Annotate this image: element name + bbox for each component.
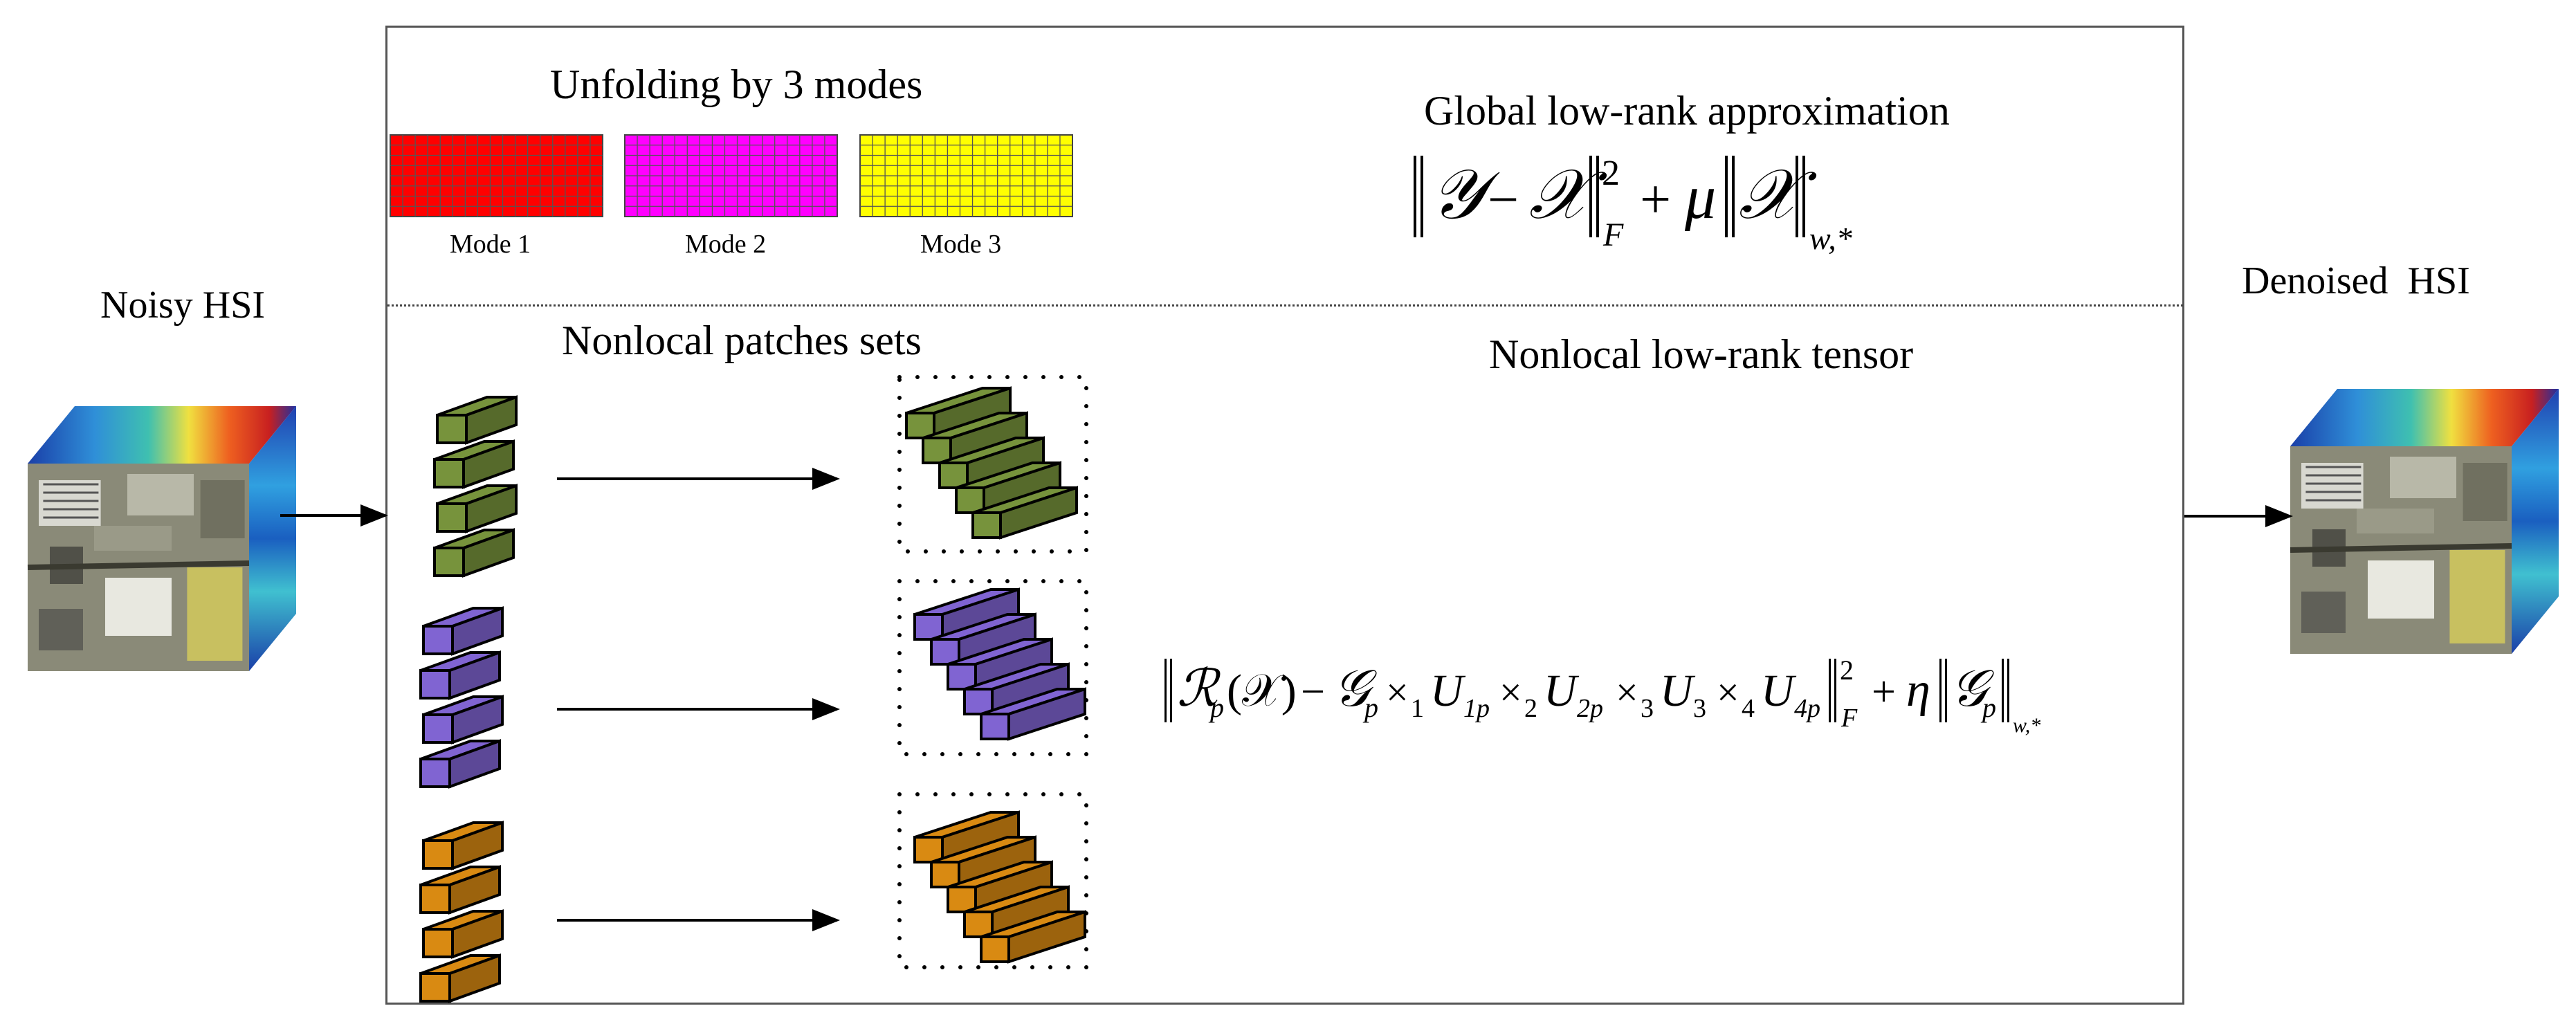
neq-sup2: 2	[1840, 655, 1854, 686]
neq-Rp: p	[1208, 692, 1224, 723]
global-approx-title: Global low-rank approximation	[1424, 88, 1950, 134]
eq-sub-F: F	[1602, 217, 1624, 253]
nonlocal-sets-title: Nonlocal patches sets	[562, 318, 922, 363]
denoised-hsi-cube-road	[2290, 543, 2512, 553]
denoised-hsi-cube-tile	[2463, 463, 2508, 521]
noisy-hsi-cube-tile	[94, 526, 172, 551]
eq-plus: +	[1640, 170, 1671, 230]
neq-U3: U	[1660, 666, 1696, 716]
eq-sup-2: 2	[1602, 154, 1620, 193]
denoised-hsi-cube-tile	[2357, 509, 2434, 533]
denoised-hsi-cube-side	[2512, 389, 2559, 654]
eq-X: 𝒳	[1529, 156, 1607, 233]
neq-times1: ×	[1386, 670, 1409, 715]
noisy-hsi-label: Noisy HSI	[100, 284, 266, 327]
neq-plus: +	[1872, 668, 1896, 715]
noisy-hsi-cube-tile	[200, 480, 245, 538]
neq-U2: U	[1544, 666, 1580, 716]
denoised-hsi-cube-tile	[2301, 592, 2346, 633]
neq-times3: ×	[1616, 670, 1638, 715]
denoised-hsi-cube-tile	[2312, 529, 2346, 567]
neq-s3: 3	[1693, 694, 1706, 723]
denoised-hsi-cube-tile	[2301, 463, 2364, 509]
neq-X: (𝒳)	[1227, 666, 1297, 716]
mode-2-label: Mode 2	[685, 230, 767, 259]
denoised-hsi-cube-front	[2290, 446, 2512, 654]
neq-s4: 4p	[1794, 694, 1820, 723]
denoised-hsi-cube-top	[2290, 389, 2559, 446]
denoised-hsi-label: Denoised HSI	[2242, 259, 2470, 302]
eq-minus: −	[1488, 170, 1519, 230]
neq-t4: 4	[1742, 694, 1755, 723]
neq-subw: w,*	[2013, 714, 2040, 737]
neq-t1: 1	[1411, 694, 1424, 723]
denoised-hsi-cube-tile	[2449, 550, 2505, 643]
neq-R: ℛ	[1177, 661, 1221, 717]
denoised-hsi-cube-tile	[2368, 560, 2434, 619]
global-equation: 𝒴 − 𝒳 2 F + μ 𝒳 w,*	[1408, 149, 1934, 259]
neq-s2: 2p	[1577, 694, 1603, 723]
denoised-hsi-cube	[2290, 389, 2559, 654]
unfolding-title: Unfolding by 3 modes	[550, 62, 923, 107]
noisy-hsi-cube-tile	[187, 567, 243, 661]
neq-U1: U	[1430, 666, 1466, 716]
noisy-hsi-cube-road	[27, 560, 250, 570]
neq-minus: −	[1301, 668, 1325, 715]
noisy-hsi-cube-tile	[127, 474, 194, 515]
noisy-hsi-cube-tile	[105, 578, 172, 636]
neq-eta: η	[1906, 664, 1930, 717]
global-equation-svg: 𝒴 − 𝒳 2 F + μ 𝒳 w,*	[1414, 154, 1852, 256]
mode-1-label: Mode 1	[450, 230, 531, 259]
noisy-hsi-cube-tile	[50, 547, 83, 584]
noisy-hsi-cube-top	[28, 406, 296, 464]
noisy-hsi-cube-side	[249, 406, 296, 671]
neq-U4: U	[1761, 666, 1797, 716]
neq-t2: 2	[1524, 694, 1537, 723]
neq-s1: 1p	[1463, 694, 1490, 723]
neq-times4: ×	[1717, 670, 1739, 715]
nonlocal-tensor-title: Nonlocal low-rank tensor	[1489, 331, 1914, 377]
nonlocal-equation-svg: ℛ p (𝒳) − 𝒢 p × 1 U 1p × 2 U 2p × 3 U 3 …	[1164, 655, 2040, 737]
eq-X2: 𝒳	[1739, 156, 1817, 233]
neq-Gp: p	[1362, 692, 1378, 723]
noisy-hsi-cube	[27, 406, 296, 671]
neq-subF: F	[1840, 704, 1858, 733]
eq-sub-w: w,*	[1809, 221, 1852, 256]
neq-times2: ×	[1499, 670, 1522, 715]
noisy-hsi-cube-front	[28, 464, 249, 671]
denoised-hsi-cube-tile	[2390, 457, 2456, 498]
neq-t3: 3	[1641, 694, 1654, 723]
noisy-hsi-cube-tile	[39, 480, 101, 526]
eq-mu: μ	[1684, 163, 1716, 232]
section-divider	[387, 304, 2183, 307]
noisy-hsi-cube-tile	[39, 609, 83, 650]
mode-3-label: Mode 3	[920, 230, 1002, 259]
nonlocal-equation: ℛ p (𝒳) − 𝒢 p × 1 U 1p × 2 U 2p × 3 U 3 …	[1159, 643, 2141, 747]
neq-G2p: p	[1980, 692, 1996, 723]
